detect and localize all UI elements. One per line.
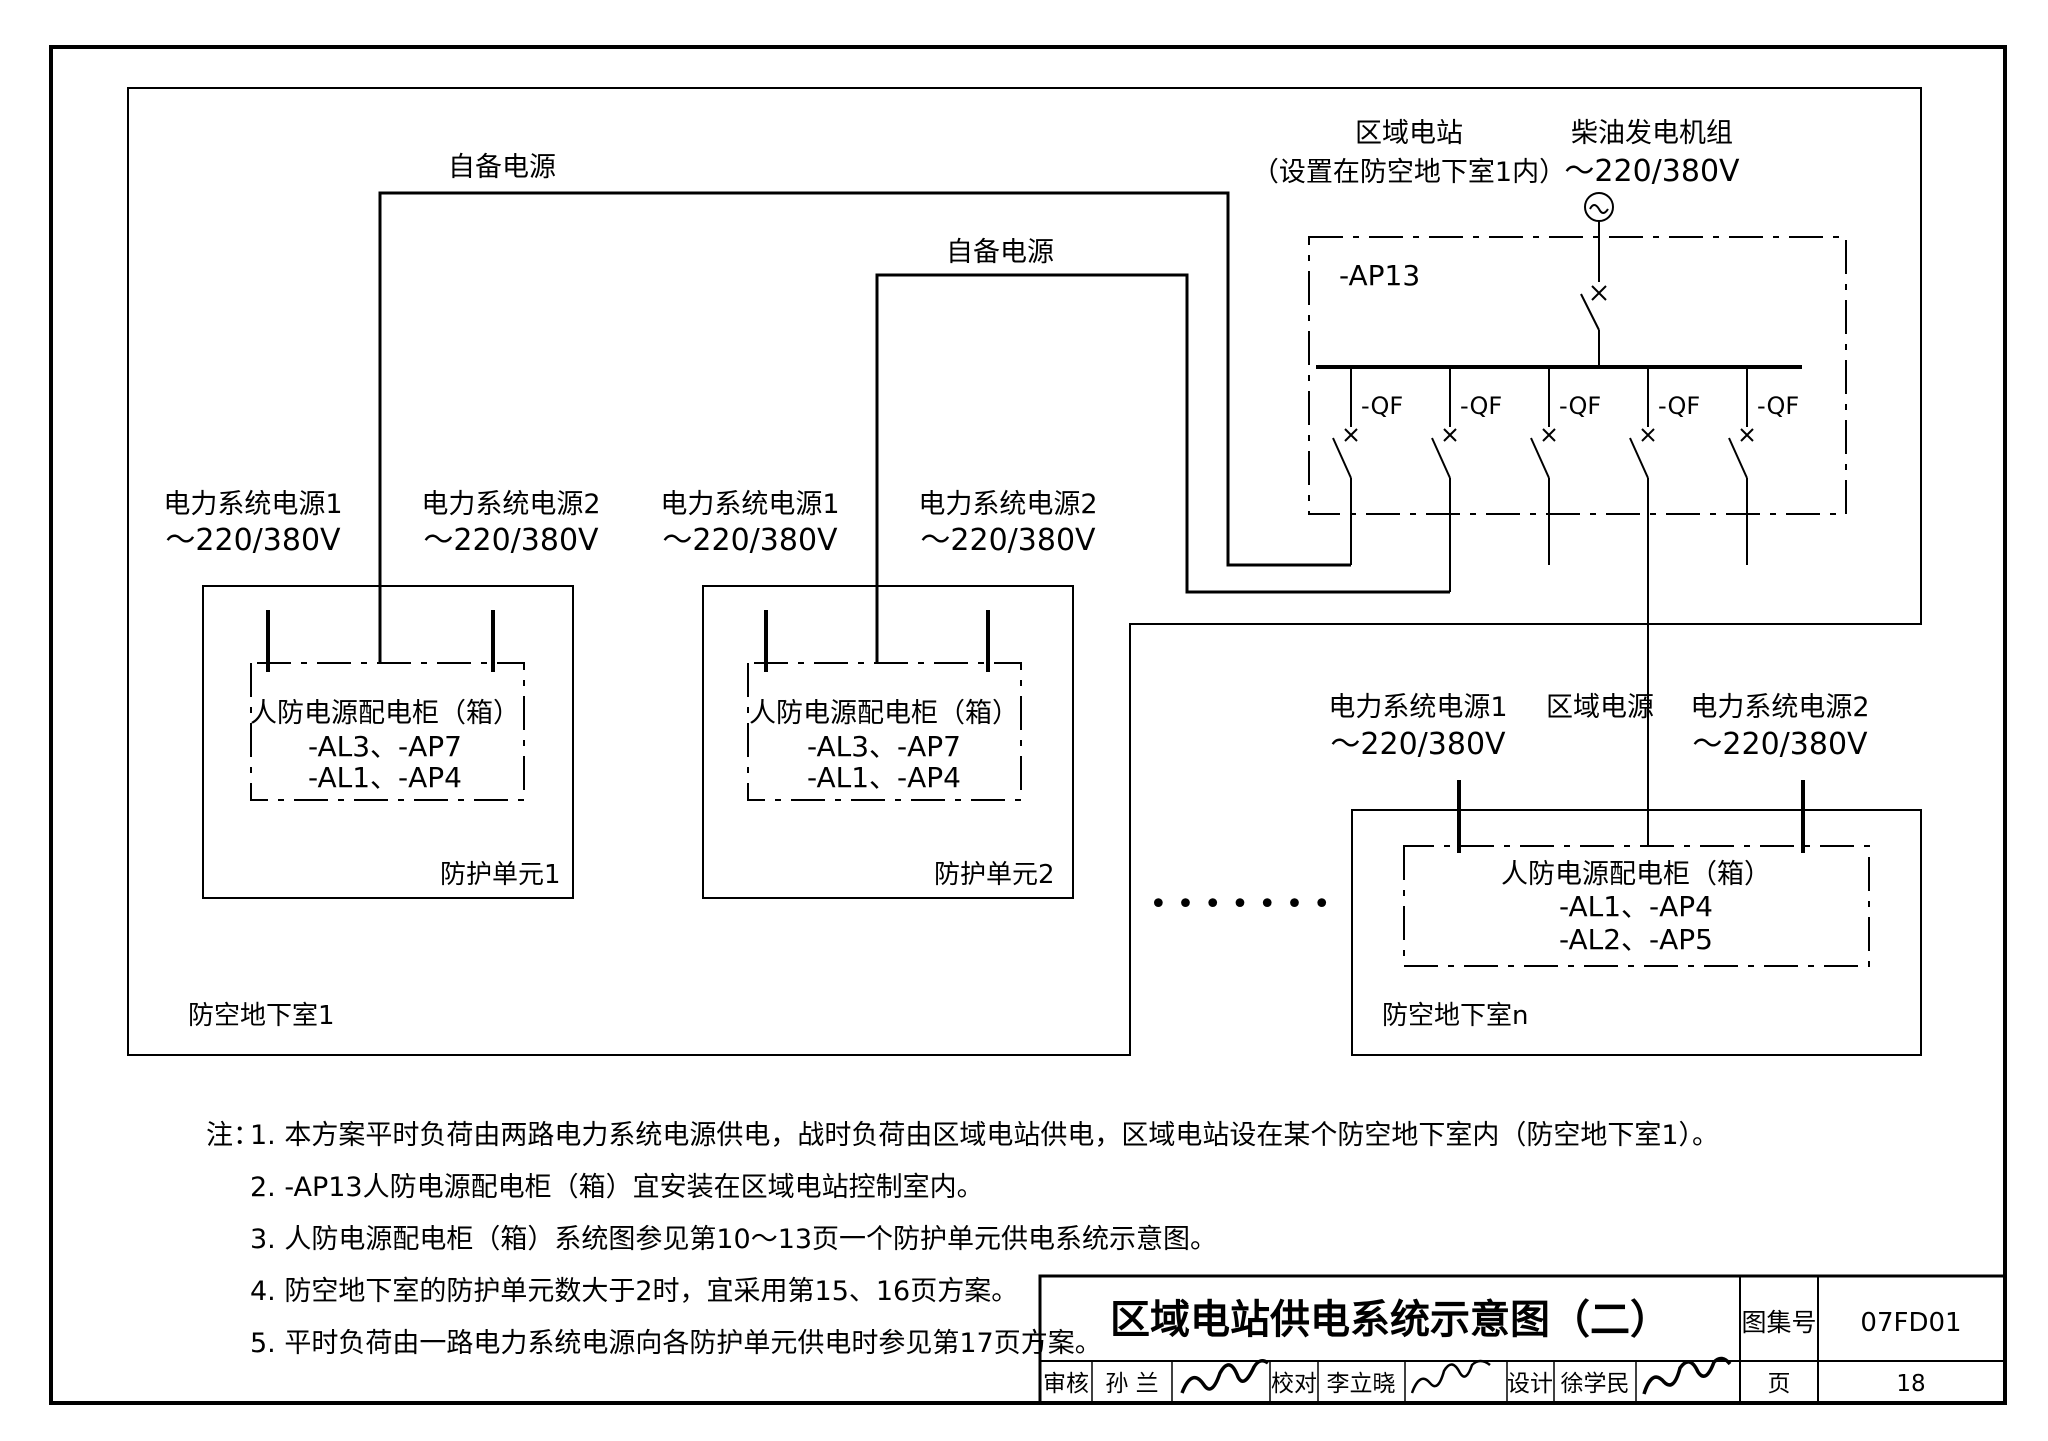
reviewer-signature bbox=[1180, 1359, 1270, 1394]
basement-n-cabinet-box bbox=[1403, 845, 1870, 967]
generator-sine-glyph bbox=[1589, 204, 1609, 214]
basement-n-box bbox=[1351, 809, 1922, 1056]
reviewer-name: 孙 兰 bbox=[1105, 1371, 1158, 1397]
qf-label-4: -QF bbox=[1658, 392, 1700, 420]
standby-feeder-1 bbox=[378, 191, 1351, 663]
check-label: 校对 bbox=[1271, 1371, 1317, 1397]
standby-label-1: 自备电源 bbox=[448, 152, 556, 183]
unit1-cabinet-box bbox=[250, 662, 525, 801]
unit2-source1-voltage: ～220/380V bbox=[662, 523, 838, 558]
breaker-2 bbox=[1431, 367, 1457, 592]
ellipsis: • • • • • • • bbox=[1149, 887, 1330, 922]
basement-n-label: 防空地下室n bbox=[1382, 1001, 1528, 1031]
unit1-cabinet-line1: -AL3、-AP7 bbox=[308, 730, 462, 763]
atlas-label: 图集号 bbox=[1741, 1308, 1816, 1337]
unit2-cabinet-line2: -AL1、-AP4 bbox=[807, 761, 961, 794]
notes-prefix: 注： bbox=[206, 1120, 260, 1151]
checker-signature bbox=[1410, 1359, 1491, 1394]
basement-1-boundary bbox=[127, 87, 1922, 1056]
qf-label-1: -QF bbox=[1361, 392, 1403, 420]
designer-name: 徐学民 bbox=[1561, 1371, 1630, 1397]
unit1-cabinet-title: 人防电源配电柜（箱） bbox=[250, 698, 520, 729]
standby-feeder-2 bbox=[875, 273, 1450, 663]
unit1-label: 防护单元1 bbox=[440, 860, 561, 890]
breaker-5 bbox=[1728, 367, 1754, 565]
design-label: 设计 bbox=[1507, 1371, 1553, 1397]
unit2-cabinet-box bbox=[747, 662, 1022, 801]
note-2: 2. -AP13人防电源配电柜（箱）宜安装在区域电站控制室内。 bbox=[206, 1162, 1719, 1214]
page-number: 18 bbox=[1896, 1371, 1925, 1397]
note-4-text: 4. 防空地下室的防护单元数大于2时，宜采用第15、16页方案。 bbox=[250, 1276, 1019, 1307]
bn-cabinet-line1: -AL1、-AP4 bbox=[1559, 890, 1713, 923]
note-3: 3. 人防电源配电柜（箱）系统图参见第10～13页一个防护单元供电系统示意图。 bbox=[206, 1214, 1719, 1266]
breaker-4 bbox=[1629, 367, 1655, 846]
main-breaker-blade bbox=[1580, 293, 1600, 331]
breaker-1 bbox=[1332, 367, 1358, 565]
ap13-label: -AP13 bbox=[1339, 259, 1420, 292]
station-location: （设置在防空地下室1内） bbox=[1252, 157, 1566, 188]
generator-icon bbox=[1584, 192, 1614, 222]
unit1-source1-voltage: ～220/380V bbox=[165, 523, 341, 558]
note-5: 5. 平时负荷由一路电力系统电源向各防护单元供电时参见第17页方案。 bbox=[206, 1318, 1719, 1370]
station-title: 区域电站 bbox=[1355, 118, 1463, 149]
standby-label-2: 自备电源 bbox=[946, 237, 1054, 268]
qf-label-3: -QF bbox=[1559, 392, 1601, 420]
checker-name: 李立晓 bbox=[1327, 1371, 1396, 1397]
bn-regional-source: 区域电源 bbox=[1546, 692, 1654, 723]
unit2-source1: 电力系统电源1 bbox=[660, 489, 839, 520]
protection-unit-2-box bbox=[702, 585, 1074, 899]
unit1-source2-voltage: ～220/380V bbox=[423, 523, 599, 558]
drawing-frame bbox=[49, 45, 2007, 1405]
breaker-3 bbox=[1530, 367, 1556, 565]
drawing-title: 区域电站供电系统示意图（二） bbox=[1110, 1297, 1670, 1343]
bn-source1: 电力系统电源1 bbox=[1328, 692, 1507, 723]
ap13-cabinet-box bbox=[1308, 236, 1847, 515]
bn-source2: 电力系统电源2 bbox=[1690, 692, 1869, 723]
note-4: 4. 防空地下室的防护单元数大于2时，宜采用第15、16页方案。 bbox=[206, 1266, 1719, 1318]
designer-signature bbox=[1642, 1356, 1732, 1395]
bn-cabinet-line2: -AL2、-AP5 bbox=[1559, 923, 1713, 956]
title-block bbox=[1038, 1274, 2007, 1405]
basement-1-label: 防空地下室1 bbox=[188, 1001, 335, 1031]
bn-source1-voltage: ～220/380V bbox=[1330, 727, 1506, 762]
main-breaker-x-icon bbox=[1591, 285, 1607, 301]
review-label: 审核 bbox=[1043, 1371, 1089, 1397]
atlas-number: 07FD01 bbox=[1860, 1308, 1961, 1338]
unit2-source2-voltage: ～220/380V bbox=[920, 523, 1096, 558]
page-label: 页 bbox=[1768, 1371, 1791, 1397]
unit1-cabinet-line2: -AL1、-AP4 bbox=[308, 761, 462, 794]
unit1-source2: 电力系统电源2 bbox=[421, 489, 600, 520]
protection-unit-1-box bbox=[202, 585, 574, 899]
note-1-text: 1. 本方案平时负荷由两路电力系统电源供电，战时负荷由区域电站供电，区域电站设在… bbox=[250, 1120, 1720, 1151]
qf-label-2: -QF bbox=[1460, 392, 1502, 420]
notes-block: 注：1. 本方案平时负荷由两路电力系统电源供电，战时负荷由区域电站供电，区域电站… bbox=[206, 1110, 1719, 1370]
unit1-source1: 电力系统电源1 bbox=[163, 489, 342, 520]
note-1: 注：1. 本方案平时负荷由两路电力系统电源供电，战时负荷由区域电站供电，区域电站… bbox=[206, 1110, 1719, 1162]
note-3-text: 3. 人防电源配电柜（箱）系统图参见第10～13页一个防护单元供电系统示意图。 bbox=[250, 1224, 1218, 1255]
bn-cabinet-title: 人防电源配电柜（箱） bbox=[1501, 859, 1771, 890]
note-2-text: 2. -AP13人防电源配电柜（箱）宜安装在区域电站控制室内。 bbox=[250, 1172, 984, 1203]
unit2-cabinet-line1: -AL3、-AP7 bbox=[807, 730, 961, 763]
qf-label-5: -QF bbox=[1757, 392, 1799, 420]
bn-source2-voltage: ～220/380V bbox=[1692, 727, 1868, 762]
generator-voltage: ～220/380V bbox=[1564, 154, 1740, 189]
unit2-cabinet-title: 人防电源配电柜（箱） bbox=[749, 698, 1019, 729]
unit2-source2: 电力系统电源2 bbox=[918, 489, 1097, 520]
generator-title: 柴油发电机组 bbox=[1571, 118, 1733, 149]
note-5-text: 5. 平时负荷由一路电力系统电源向各防护单元供电时参见第17页方案。 bbox=[250, 1328, 1102, 1359]
unit2-label: 防护单元2 bbox=[934, 860, 1055, 890]
